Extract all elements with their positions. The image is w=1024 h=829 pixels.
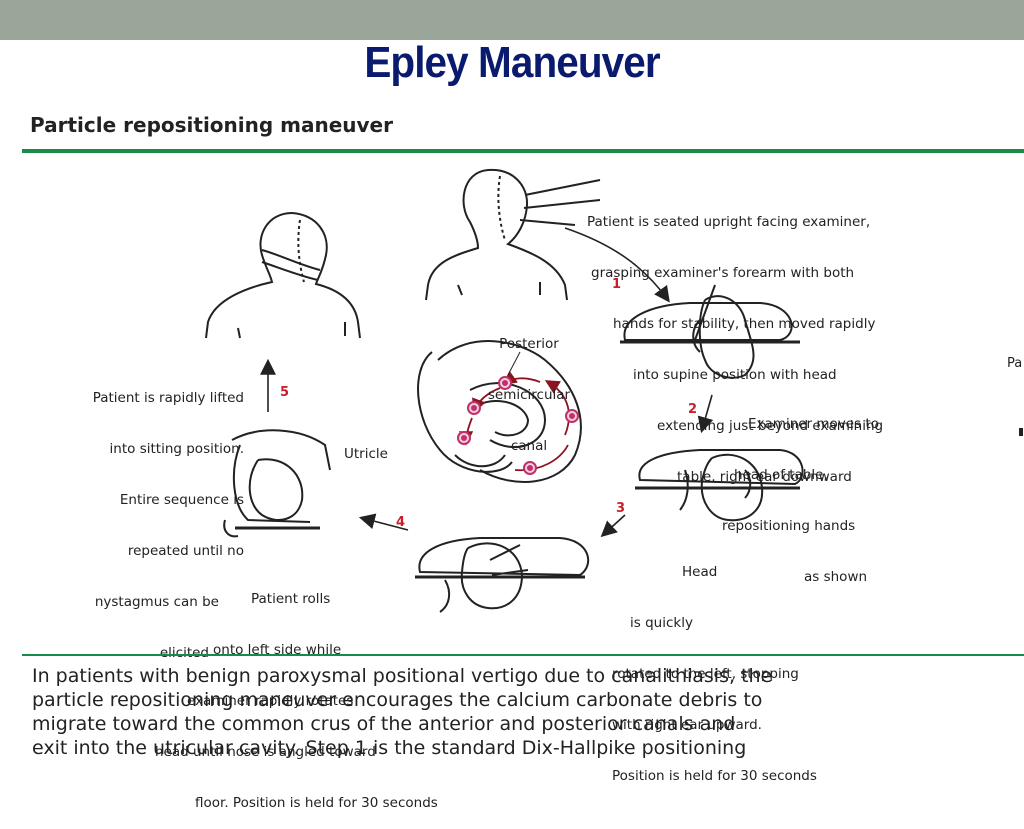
arrow-step-1: [564, 227, 670, 303]
arrow-step-4: [358, 513, 409, 531]
figure-step-5-seated: [205, 212, 361, 339]
arrow-step-3: [600, 514, 626, 538]
step-5-description: Patient is rapidly lifted into sitting p…: [92, 390, 244, 661]
arrow-step-2: [697, 394, 714, 434]
otolith-particles: [457, 376, 579, 475]
caption-line: migrate toward the common crus of the an…: [32, 713, 736, 735]
figure-step-4-rolled: [415, 537, 590, 613]
step-number-2: 2: [688, 402, 698, 417]
step-1-description: Patient is seated upright facing examine…: [587, 214, 884, 485]
figure-step-5-lifted: [223, 429, 331, 538]
top-rule: [22, 149, 1024, 153]
edge-mark: [1019, 428, 1023, 436]
posterior-canal-label: Posterior semicircular canal: [487, 336, 571, 454]
top-bar: [0, 0, 1024, 40]
slide-title: Epley Maneuver: [364, 38, 660, 87]
step-number-4: 4: [396, 515, 406, 530]
step-number-5: 5: [280, 385, 290, 400]
caption-line: In patients with benign paroxysmal posit…: [32, 665, 773, 687]
caption-line: exit into the utricular cavity. Step 1 i…: [32, 737, 747, 759]
cropped-edge-text: Pa: [1007, 356, 1023, 371]
caption-line: particle repositioning maneuver encourag…: [32, 689, 763, 711]
figure-step-1-seated: [425, 168, 601, 301]
figure-subtitle: Particle repositioning maneuver: [30, 113, 393, 137]
figure-step-2-supine: [620, 284, 800, 379]
utricle-label: Utricle: [344, 446, 388, 462]
figure-caption: In patients with benign paroxysmal posit…: [32, 664, 1022, 760]
step-2-description: Examiner moves to head of table, reposit…: [722, 416, 879, 585]
figure-step-3-head-rotated: [635, 449, 804, 522]
bottom-rule: [22, 654, 1024, 656]
step-number-3: 3: [616, 501, 626, 516]
epley-diagram: [205, 168, 1023, 613]
posterior-canal-pointer: [507, 351, 521, 376]
step-number-1: 1: [612, 277, 622, 292]
